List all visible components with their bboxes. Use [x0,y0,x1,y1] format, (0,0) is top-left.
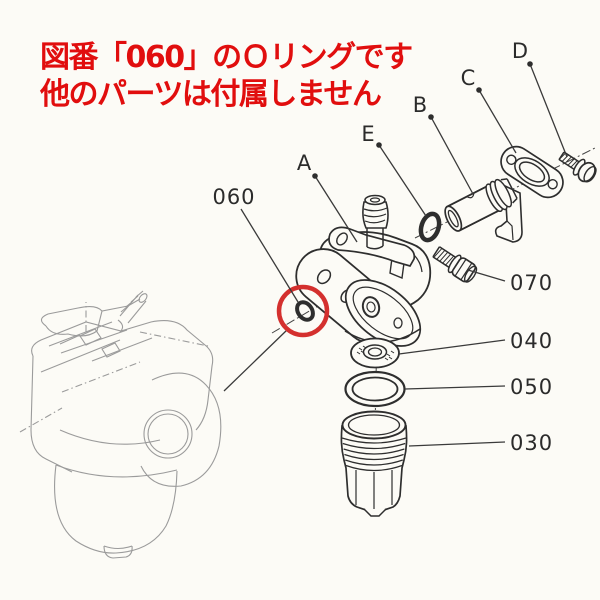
highlight-circle [276,284,330,338]
washer-part-040 [350,337,400,369]
gasket-part-050 [344,370,406,408]
notice-line-1: 図番「060」のＯリングです [40,40,413,75]
notice-text: 図番「060」のＯリングです 他のパーツは付属しません [40,40,580,113]
callout-040: 040 [510,329,553,353]
bolt-part-070 [432,246,478,283]
notice-line-2: 他のパーツは付属しません [40,76,382,112]
callout-labels: A E B C D 060 070 040 050 030 [212,39,553,455]
callout-e: E [361,122,374,146]
callout-070: 070 [510,271,553,295]
callout-a: A [297,151,312,175]
callout-c: C [461,66,476,90]
cup-part-030 [340,410,408,517]
screw-part-d [558,151,597,183]
joint-part-b [444,178,523,243]
valve-body-part-a [295,194,432,347]
callout-b: B [413,93,427,117]
carburetor-to-oring-leader [223,329,288,392]
leader-lines [240,61,568,447]
gasket-part-c [500,145,564,199]
callout-d: D [512,39,528,63]
oring-part-060 [276,284,330,338]
callout-030: 030 [510,431,553,455]
callout-060: 060 [212,185,255,209]
carburetor-drawing [19,290,222,559]
oring-part-e [418,211,442,243]
callout-050: 050 [510,375,553,399]
